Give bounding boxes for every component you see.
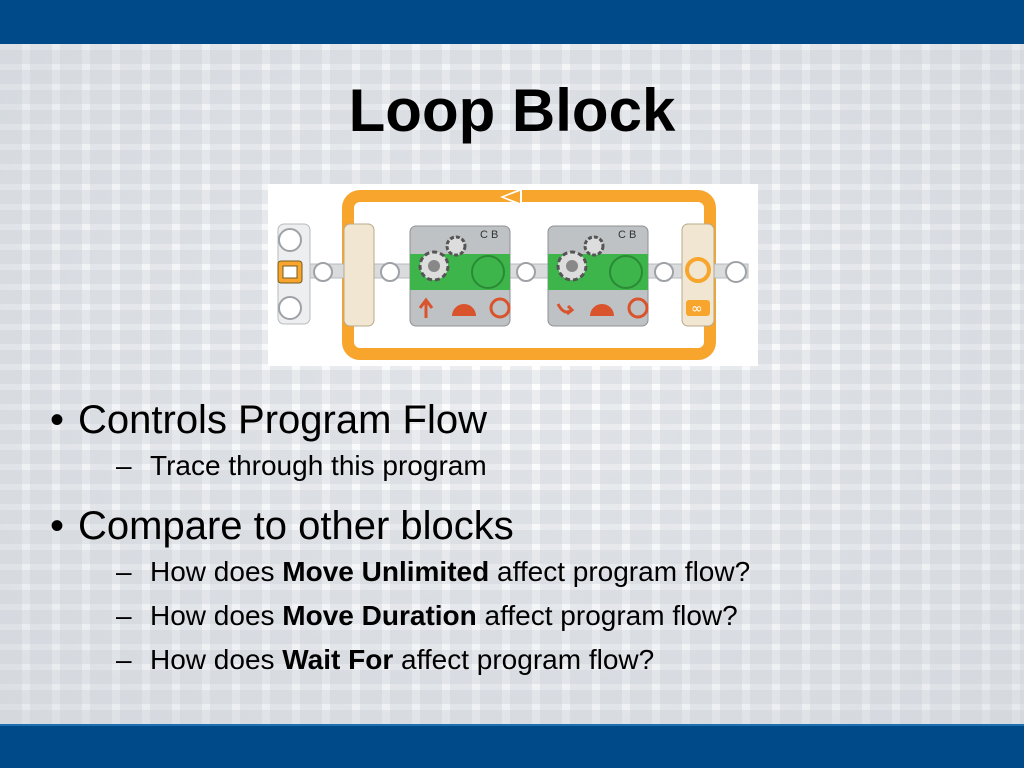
loop-program-diagram: C B C B ∞ — [268, 184, 758, 366]
start-port — [277, 223, 333, 325]
bullet-level-2: –How does Move Unlimited affect program … — [116, 556, 751, 587]
bottom-bar — [0, 724, 1024, 768]
bullet-level-2: –How does Move Duration affect program f… — [116, 600, 738, 631]
slide-title: Loop Block — [348, 77, 676, 144]
background-pattern — [0, 44, 1024, 724]
gear-icon — [556, 235, 605, 282]
rotation-icon — [627, 297, 649, 319]
port-label: C B — [618, 229, 636, 241]
bold-term: Move Duration — [282, 600, 477, 631]
bold-term: Move Unlimited — [282, 556, 490, 587]
bullet-level-2: –How does Wait For affect program flow? — [116, 644, 655, 675]
speed-gauge-icon — [452, 304, 476, 316]
loop-arrows-icon — [685, 257, 711, 283]
loop-end-bar: ∞ — [681, 223, 715, 327]
bullet-level-2: –Trace through this program — [116, 450, 487, 481]
bullet-level-1: •Compare to other blocks — [50, 504, 514, 548]
bullet-level-1: •Controls Program Flow — [50, 398, 488, 442]
gear-icon — [418, 235, 467, 282]
bold-term: Wait For — [282, 644, 394, 675]
speed-gauge-icon — [590, 304, 614, 316]
arrow-up-icon — [418, 297, 434, 318]
bullet-list: •Controls Program Flow –Trace through th… — [50, 396, 990, 682]
rotation-icon — [489, 297, 511, 319]
top-bar — [0, 0, 1024, 44]
svg-text:∞: ∞ — [691, 301, 703, 317]
move-block-2: C B — [547, 225, 649, 327]
move-block-1: C B — [409, 225, 511, 327]
arrow-turn-icon — [556, 303, 575, 316]
port-label: C B — [480, 229, 498, 241]
loop-start-bar — [343, 223, 375, 327]
infinity-icon — [686, 300, 710, 316]
